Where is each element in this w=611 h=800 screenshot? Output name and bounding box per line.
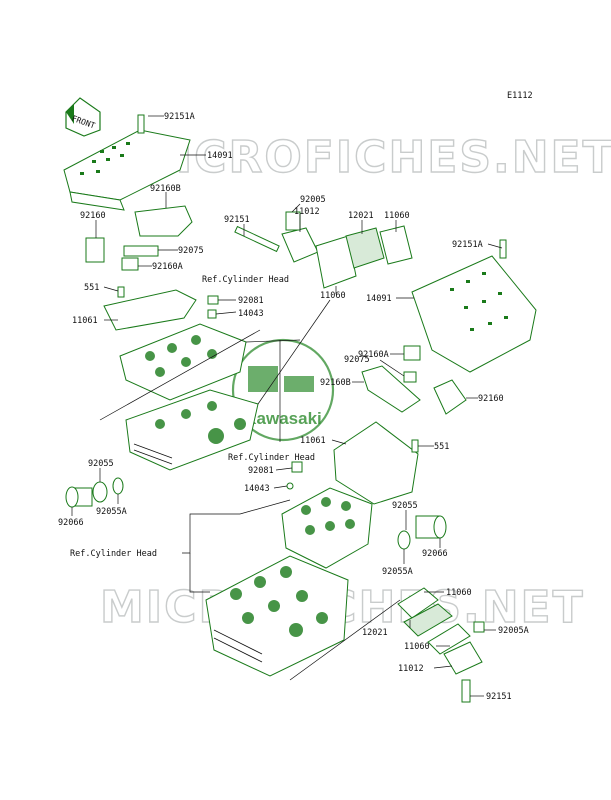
clamp-92075-left xyxy=(123,245,159,257)
label-92005a: 92005A xyxy=(498,626,529,636)
plug-551-right xyxy=(411,439,419,453)
label-92160: 92160 xyxy=(80,211,106,221)
clamp-92075-right xyxy=(403,371,417,383)
plug-551-left xyxy=(117,286,125,298)
label-92075: 92075 xyxy=(178,246,204,256)
label-11060-bot2: 11060 xyxy=(404,642,430,652)
label-14091: 14091 xyxy=(207,151,233,161)
label-11060-bot1: 11060 xyxy=(446,588,472,598)
pin-14043-left xyxy=(207,309,217,319)
label-92160a: 92160A xyxy=(152,262,183,272)
label-14043: 14043 xyxy=(238,309,264,319)
guide-line xyxy=(257,299,331,405)
guide-line xyxy=(99,329,261,421)
label-92005: 92005 xyxy=(300,195,326,205)
label-11061: 11061 xyxy=(72,316,98,326)
label-14091-right: 14091 xyxy=(366,294,392,304)
intake-pipe-right xyxy=(397,515,447,550)
guide-line xyxy=(245,339,301,343)
label-92151-bot: 92151 xyxy=(486,692,512,702)
front-arrow-icon: FRONT xyxy=(65,97,101,137)
gasket-11061-right xyxy=(333,421,419,505)
cylinder-head-cover-rear xyxy=(411,239,537,373)
guide-line xyxy=(289,599,401,681)
label-92151: 92151 xyxy=(224,215,250,225)
label-92075-right: 92075 xyxy=(344,355,370,365)
bracket-92160b-left xyxy=(134,205,193,237)
label-92081: 92081 xyxy=(238,296,264,306)
label-92160-right: 92160 xyxy=(478,394,504,404)
label-92160b: 92160B xyxy=(150,184,181,194)
label-11012-bot: 11012 xyxy=(398,664,424,674)
label-92151a: 92151A xyxy=(164,112,195,122)
label-92055-right: 92055 xyxy=(392,501,418,511)
ref-cylinder-head-left: Ref.Cylinder Head xyxy=(70,549,157,559)
label-11061-right: 11061 xyxy=(300,436,326,446)
label-92160a-right: 92160A xyxy=(358,350,389,360)
intake-pipe-left xyxy=(65,477,124,508)
damper-92160-right xyxy=(433,379,467,415)
valve-cover-group-top xyxy=(234,211,413,289)
label-92055a-right: 92055A xyxy=(382,567,413,577)
leader-lines xyxy=(71,115,503,697)
guide-line xyxy=(239,499,291,515)
guide-line xyxy=(182,513,240,554)
ref-cylinder-head-top: Ref.Cylinder Head xyxy=(202,275,289,285)
logo-text: Kawasaki xyxy=(244,409,322,428)
pin-14043-mid xyxy=(286,482,294,490)
cylinder-head-rear xyxy=(119,323,259,471)
bracket-92160b-right xyxy=(361,365,421,413)
damper-92160-left xyxy=(85,237,105,263)
cylinder-head-front xyxy=(205,487,373,677)
label-551: 551 xyxy=(84,283,99,293)
gasket-11061-left xyxy=(103,289,197,331)
damper-92160a-left xyxy=(121,257,139,271)
label-551-right: 551 xyxy=(434,442,449,452)
label-14043-mid: 14043 xyxy=(244,484,270,494)
kawasaki-logo: Kawasaki xyxy=(231,338,335,442)
label-92081-mid: 92081 xyxy=(248,466,274,476)
damper-92160a-right xyxy=(403,345,421,361)
guide-line xyxy=(189,553,210,593)
label-92160b-right: 92160B xyxy=(320,378,351,388)
spring-92081-mid xyxy=(291,461,303,473)
ref-cylinder-head-mid: Ref.Cylinder Head xyxy=(228,453,315,463)
label-92055-left: 92055 xyxy=(88,459,114,469)
label-92066-left: 92066 xyxy=(58,518,84,528)
label-92055a-left: 92055A xyxy=(96,507,127,517)
label-12021: 12021 xyxy=(348,211,374,221)
label-92151a-right: 92151A xyxy=(452,240,483,250)
label-92066-right: 92066 xyxy=(422,549,448,559)
label-11060-mid: 11060 xyxy=(320,291,346,301)
label-12021-bot: 12021 xyxy=(362,628,388,638)
part-labels: 92151A 14091 92160B 92160 92075 92160A 9… xyxy=(58,112,529,702)
cylinder-head-cover-front xyxy=(63,114,191,211)
diagram-code: E1112 xyxy=(507,91,533,101)
watermark-top: MICROFICHES.NET xyxy=(130,132,611,183)
spring-92081-left xyxy=(207,295,219,305)
label-11060: 11060 xyxy=(384,211,410,221)
label-11012: 11012 xyxy=(294,207,320,217)
valve-cover-group-bottom xyxy=(397,587,485,703)
